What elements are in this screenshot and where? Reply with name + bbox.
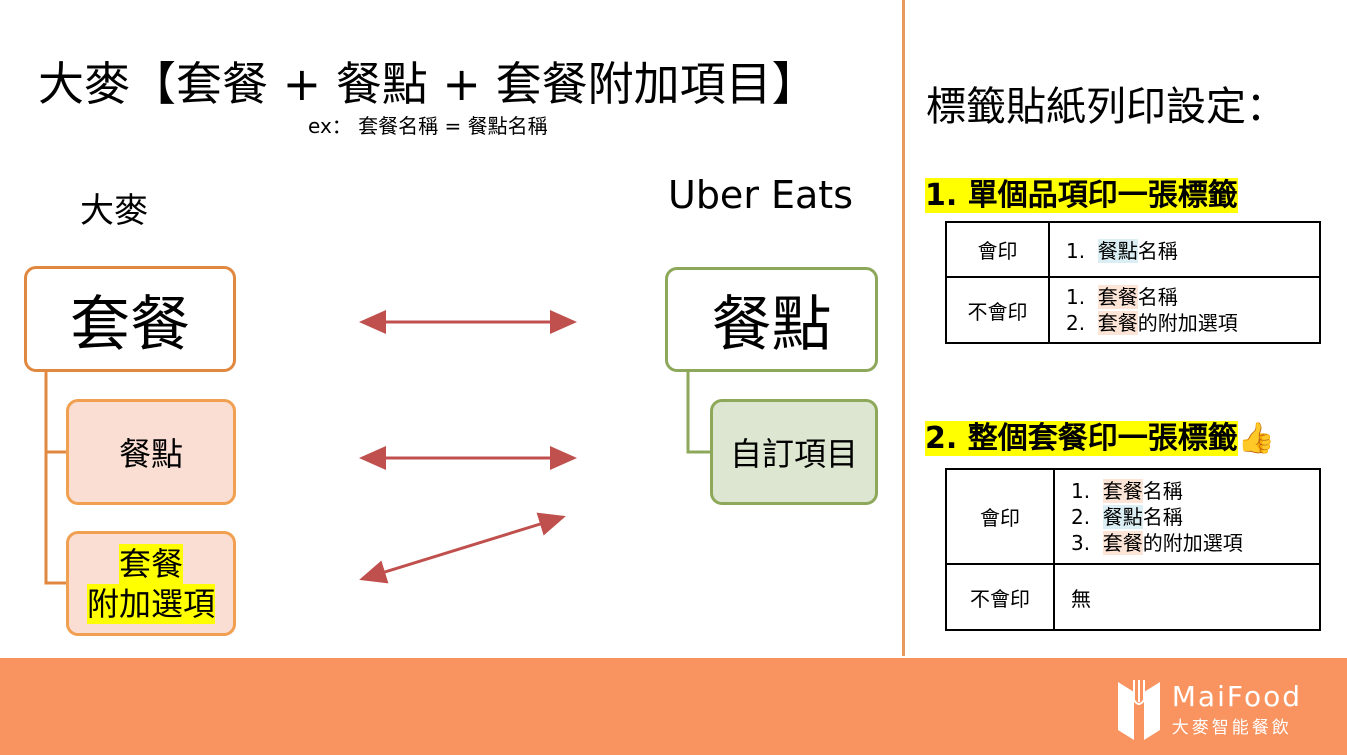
option1-table: 會印 1. 餐點名稱 不會印 1. 套餐名稱 2. 套餐的附加選項 [945, 221, 1321, 344]
arrow-addon-custom [359, 512, 566, 584]
option2-heading: 2. 整個套餐印一張標籤👍 [925, 421, 1276, 456]
noprint-value: 無 [1053, 563, 1321, 631]
noprint-items: 1. 套餐名稱 2. 套餐的附加選項 [1048, 276, 1321, 344]
right-label: Uber Eats [668, 173, 854, 217]
option1-heading: 1. 單個品項印一張標籤 [925, 178, 1238, 213]
combo-box: 套餐 [24, 266, 236, 372]
addon-box: 套餐 附加選項 [66, 531, 236, 636]
print-label: 會印 [945, 468, 1055, 565]
print-items: 1. 套餐名稱 2. 餐點名稱 3. 套餐的附加選項 [1053, 468, 1321, 565]
thumbs-up-icon: 👍 [1237, 421, 1276, 456]
right-tree-line [686, 372, 712, 454]
page-title: 大麥【套餐 + 餐點 + 套餐附加項目】 [38, 57, 818, 111]
left-tree-line [44, 372, 68, 585]
meal-box: 餐點 [66, 399, 236, 505]
noprint-label: 不會印 [945, 276, 1050, 344]
connectors [44, 310, 712, 585]
ue-custom-box: 自訂項目 [710, 399, 878, 505]
brand-name: MaiFood [1171, 680, 1302, 714]
divider [902, 0, 905, 656]
addon-line1: 套餐 [118, 543, 183, 584]
print-items: 1. 餐點名稱 [1048, 221, 1321, 278]
fork-book-icon [1117, 680, 1160, 740]
brand-sub: 大麥智能餐飲 [1171, 717, 1292, 738]
option2-table: 會印 1. 套餐名稱 2. 餐點名稱 3. 套餐的附加選項 不會印無 [945, 468, 1321, 631]
ue-meal-box: 餐點 [665, 267, 878, 372]
maifood-logo: MaiFood 大麥智能餐飲 [1116, 678, 1302, 742]
subtitle: ex： 套餐名稱 = 餐點名稱 [308, 114, 548, 138]
addon-line2: 附加選項 [86, 583, 215, 624]
print-label: 會印 [945, 221, 1050, 278]
left-label: 大麥 [80, 191, 148, 231]
settings-title: 標籤貼紙列印設定： [926, 84, 1286, 130]
noprint-label: 不會印 [945, 563, 1055, 631]
